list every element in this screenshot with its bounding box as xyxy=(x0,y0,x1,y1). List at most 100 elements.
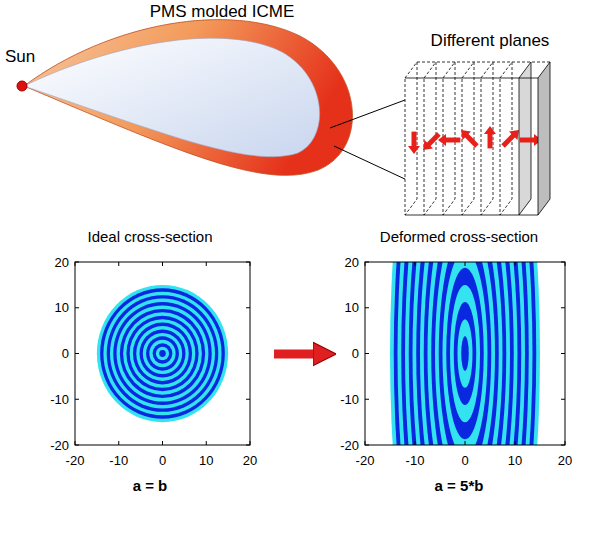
tick xyxy=(365,262,366,266)
tick xyxy=(365,441,366,445)
field-arrow xyxy=(465,134,477,146)
figure-label: PMS molded ICME xyxy=(150,3,295,20)
rope-inner xyxy=(24,38,320,157)
plot-frame xyxy=(75,262,250,445)
tick xyxy=(561,307,565,308)
plot-caption: a = 5*b xyxy=(435,477,484,494)
field-ring xyxy=(446,268,484,440)
tick-label: 20 xyxy=(345,256,359,269)
tick-label: -10 xyxy=(340,393,359,406)
tick xyxy=(118,441,119,445)
tick xyxy=(246,399,250,400)
tick-label: -20 xyxy=(66,454,85,467)
plot-ideal xyxy=(75,262,250,445)
field-ring xyxy=(431,262,499,445)
tick-label: -20 xyxy=(50,439,69,452)
plane-side xyxy=(538,62,550,215)
field-ring xyxy=(153,343,173,364)
field-ring xyxy=(130,319,196,388)
tick xyxy=(465,441,466,445)
field-ring xyxy=(107,295,219,412)
plane-edge xyxy=(481,215,500,216)
plot-title: Ideal cross-section xyxy=(87,228,212,245)
field-ring xyxy=(149,340,175,367)
field-ring xyxy=(424,262,507,445)
tick xyxy=(75,399,79,400)
leader-line xyxy=(330,100,405,128)
leader-lines xyxy=(330,100,407,180)
field-arrow-head xyxy=(408,146,420,154)
plane-edge xyxy=(443,215,462,216)
tick xyxy=(561,353,565,354)
field-ring xyxy=(450,285,480,422)
tick-label: 20 xyxy=(558,454,572,467)
tick xyxy=(365,399,369,400)
plane-edge xyxy=(424,215,443,216)
field-ring xyxy=(435,262,495,445)
field-ring xyxy=(461,336,469,370)
field-arrow xyxy=(427,134,439,146)
tick xyxy=(118,262,119,266)
tick xyxy=(561,445,565,446)
tick xyxy=(515,262,516,266)
tick xyxy=(75,441,76,445)
plot-frame xyxy=(365,262,565,445)
tick xyxy=(565,441,566,445)
tick xyxy=(250,262,251,266)
leader-line xyxy=(334,146,407,180)
tick-label: 20 xyxy=(243,454,257,467)
tick xyxy=(246,445,250,446)
tick xyxy=(561,262,565,263)
tick xyxy=(162,262,163,266)
field-ring xyxy=(159,350,166,357)
tick xyxy=(75,445,79,446)
field-arrow xyxy=(488,132,493,148)
field-ring xyxy=(136,326,189,381)
plane-edge xyxy=(405,215,424,216)
tick xyxy=(162,441,163,445)
plane xyxy=(481,62,493,215)
field-ring xyxy=(126,316,198,391)
field-ring xyxy=(401,262,529,445)
tick xyxy=(246,353,250,354)
tick-label: 0 xyxy=(62,347,69,360)
field-ring xyxy=(133,323,192,385)
field-ring xyxy=(110,299,215,409)
plane-edge xyxy=(481,78,500,79)
tick xyxy=(365,307,369,308)
field-ring xyxy=(458,319,473,388)
field-ring xyxy=(143,333,182,374)
figure-label: Different planes xyxy=(431,32,550,49)
field-ring xyxy=(420,262,510,445)
sun-dot xyxy=(17,81,27,91)
field-ring xyxy=(146,336,179,370)
field-arrow-head xyxy=(423,140,433,150)
tick xyxy=(75,353,79,354)
field-arrow xyxy=(412,132,417,148)
tick xyxy=(365,445,369,446)
field-ring xyxy=(405,262,525,445)
tick-label: -20 xyxy=(340,439,359,452)
tick xyxy=(246,307,250,308)
plane-edge xyxy=(462,215,481,216)
field-ring xyxy=(100,288,225,418)
field-arrow xyxy=(520,138,536,143)
field-arrow-head xyxy=(484,126,496,134)
tick xyxy=(206,262,207,266)
tick xyxy=(206,441,207,445)
plane-edge xyxy=(500,78,519,79)
field-ring xyxy=(103,292,221,416)
field-ring xyxy=(394,262,537,445)
field-ring xyxy=(413,262,518,445)
tick-label: 10 xyxy=(55,301,69,314)
field-ring xyxy=(390,262,540,445)
plane-edge xyxy=(417,62,550,63)
field-ring xyxy=(428,262,503,445)
field-ring xyxy=(113,302,211,405)
tick xyxy=(365,262,369,263)
field-ring xyxy=(454,302,477,405)
tick xyxy=(365,353,369,354)
field-arrow-head xyxy=(461,130,471,140)
tick-label: -10 xyxy=(50,393,69,406)
